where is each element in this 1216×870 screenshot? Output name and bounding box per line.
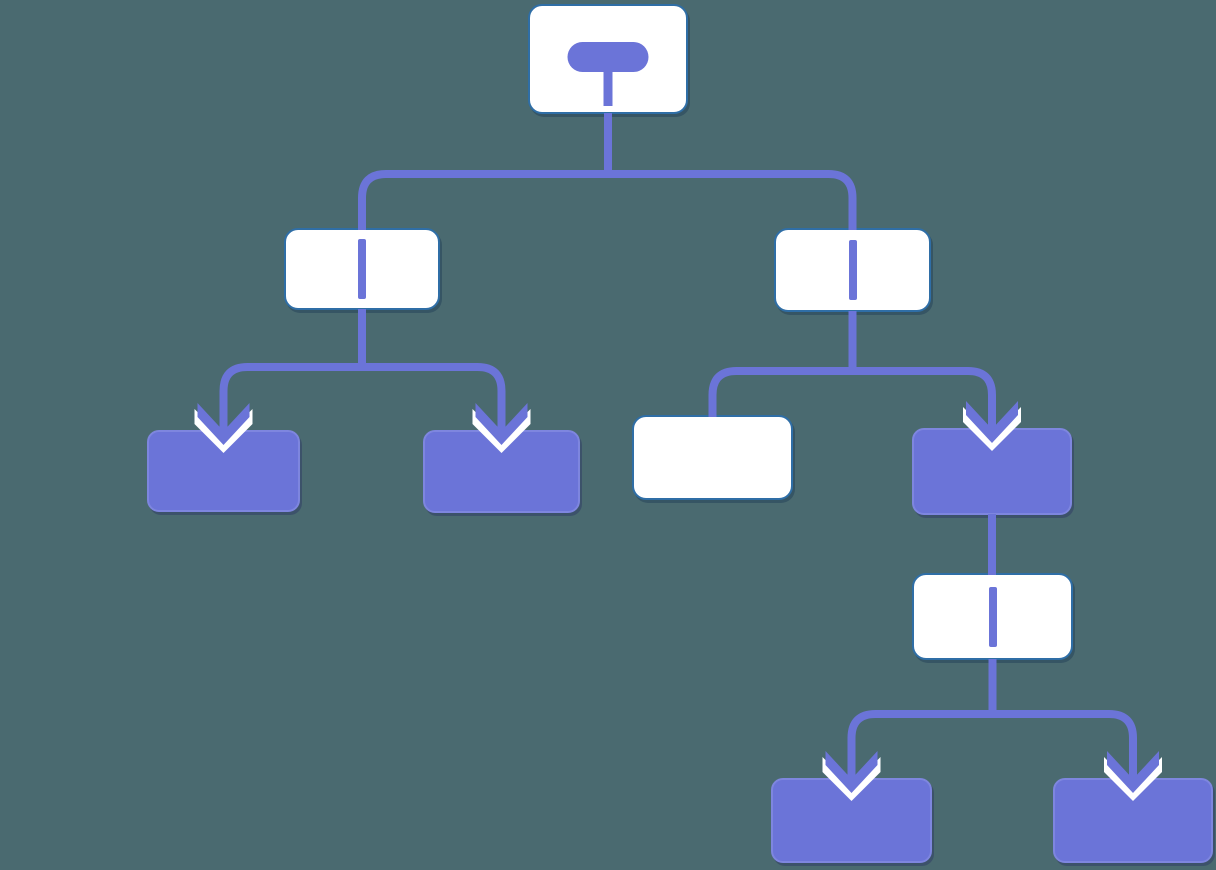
node-child-plain[interactable] xyxy=(632,415,793,500)
node-branch-left[interactable] xyxy=(284,228,440,310)
junction-bar-icon xyxy=(848,240,857,300)
junction-bar-icon xyxy=(358,239,366,299)
start-pill-icon xyxy=(567,42,649,73)
node-root[interactable] xyxy=(528,4,688,114)
start-pill-stem xyxy=(603,67,613,106)
edge-branch-left-rail xyxy=(219,363,506,436)
node-leaf-5[interactable] xyxy=(1053,778,1213,863)
edge-root-rail xyxy=(358,170,857,230)
junction-bar-icon xyxy=(988,586,997,647)
edge-branch-bottom-rail xyxy=(847,710,1137,784)
node-leaf-2[interactable] xyxy=(423,430,580,513)
node-leaf-4[interactable] xyxy=(771,778,932,863)
node-leaf-3[interactable] xyxy=(912,428,1072,515)
node-branch-right[interactable] xyxy=(774,228,931,312)
node-leaf-1[interactable] xyxy=(147,430,300,512)
node-branch-bottom[interactable] xyxy=(912,573,1073,660)
